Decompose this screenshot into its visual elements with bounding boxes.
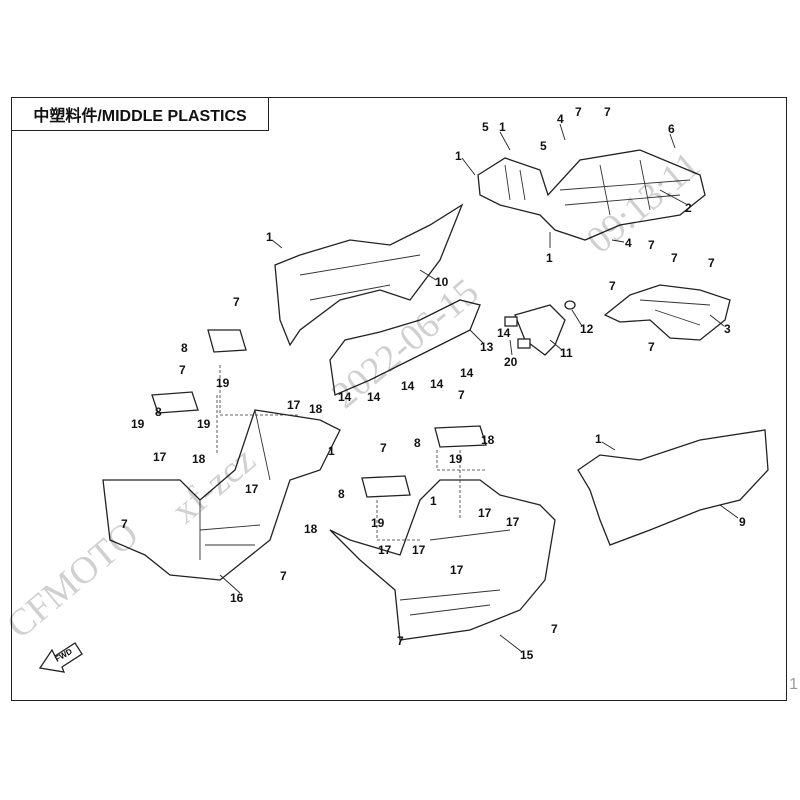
callout: 7 <box>280 569 287 583</box>
part-15-right-footwell <box>329 479 556 641</box>
part-13-cover <box>329 299 481 396</box>
part-9-side-panel <box>577 429 769 546</box>
callout: 7 <box>380 441 387 455</box>
part-10-side-panel <box>274 203 464 347</box>
callout: 1 <box>595 432 602 446</box>
callout: 3 <box>724 322 731 336</box>
callout: 10 <box>435 275 449 289</box>
callout: 4 <box>625 236 632 250</box>
callout: 14 <box>401 379 415 393</box>
callout: 7 <box>648 340 655 354</box>
callout: 7 <box>179 363 186 377</box>
fwd-arrow: FWD <box>38 642 83 673</box>
callout: 7 <box>671 251 678 265</box>
callout: 18 <box>481 433 495 447</box>
callout: 7 <box>575 105 582 119</box>
callout: 1 <box>266 230 273 244</box>
callout: 19 <box>197 417 211 431</box>
callout: 4 <box>557 112 564 126</box>
callout: 7 <box>121 517 128 531</box>
callout: 17 <box>506 515 520 529</box>
watermark-brand: CFMOTO <box>0 513 147 647</box>
callout: 14 <box>430 377 444 391</box>
callout: 7 <box>397 634 404 648</box>
callout: 14 <box>367 390 381 404</box>
page-marker: 1 <box>789 676 798 693</box>
guide-lines <box>216 365 485 541</box>
diagram-frame <box>11 97 787 701</box>
callout: 5 <box>482 120 489 134</box>
callout: 8 <box>414 436 421 450</box>
callout: 18 <box>304 522 318 536</box>
callout: 17 <box>287 398 301 412</box>
watermark: CFMOTO xf-zcz 2022-06-15 09:13:11 <box>0 144 708 647</box>
callout: 8 <box>155 405 162 419</box>
callout: 8 <box>338 487 345 501</box>
callout: 1 <box>328 444 335 458</box>
callout: 6 <box>668 122 675 136</box>
diagram-title: 中塑料件/MIDDLE PLASTICS <box>11 97 269 131</box>
callout: 1 <box>430 494 437 508</box>
callout: 7 <box>648 238 655 252</box>
callout: 8 <box>181 341 188 355</box>
callout: 7 <box>604 105 611 119</box>
callout: 19 <box>449 452 463 466</box>
callout: 18 <box>309 402 323 416</box>
callout: 7 <box>708 256 715 270</box>
callout: 1 <box>546 251 553 265</box>
callout: 2 <box>685 201 692 215</box>
callout: 16 <box>230 591 244 605</box>
leader-lines <box>219 123 739 653</box>
callout: 19 <box>371 516 385 530</box>
callout: 17 <box>450 563 464 577</box>
part-16-left-footwell <box>102 409 341 581</box>
callout: 7 <box>233 295 240 309</box>
callout: 1 <box>455 149 462 163</box>
callout: 5 <box>540 139 547 153</box>
callout: 7 <box>551 622 558 636</box>
callout: 19 <box>131 417 145 431</box>
part-3-bracket <box>603 284 731 341</box>
callout: 7 <box>609 279 616 293</box>
part-2-tray <box>477 149 706 241</box>
callout: 9 <box>739 515 746 529</box>
callout: 12 <box>580 322 594 336</box>
callout: 14 <box>338 390 352 404</box>
callout: 17 <box>478 506 492 520</box>
callout: 18 <box>192 452 206 466</box>
callout: 15 <box>520 648 534 662</box>
callout: 13 <box>480 340 494 354</box>
callout: 17 <box>153 450 167 464</box>
callout: 1 <box>499 120 506 134</box>
callout: 14 <box>460 366 474 380</box>
callout: 14 <box>497 326 511 340</box>
callout: 20 <box>504 355 518 369</box>
callout: 17 <box>245 482 259 496</box>
callout: 7 <box>458 388 465 402</box>
callout-labels: 1 5 1 5 4 7 7 6 2 1 4 1 10 7 7 7 7 3 7 1… <box>121 105 746 662</box>
callout: 11 <box>560 346 573 360</box>
callout: 19 <box>216 376 230 390</box>
part-8-footrests <box>151 329 487 498</box>
callout: 17 <box>412 543 426 557</box>
callout: 17 <box>378 543 392 557</box>
